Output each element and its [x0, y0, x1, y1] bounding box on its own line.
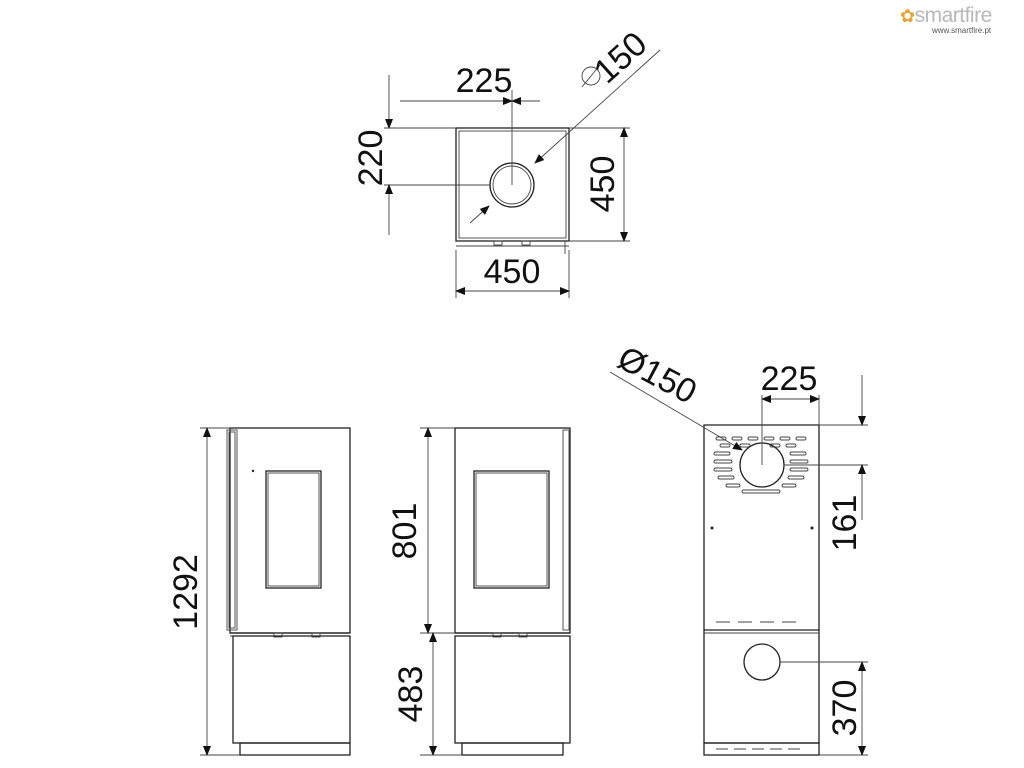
dim-rear-225: 225 [761, 360, 818, 398]
dim-top-diameter-150: 150 [587, 25, 655, 91]
dim-rear-161: 161 [826, 495, 864, 552]
dim-top-width-450: 450 [484, 253, 541, 291]
front-view: 1292 [167, 427, 351, 756]
dim-top-220: 220 [352, 130, 390, 187]
rear-vent-slots [713, 436, 809, 494]
front-window [265, 470, 322, 589]
dim-top-depth-450: 450 [584, 156, 622, 213]
top-view-outline [455, 127, 570, 242]
brand-url: www.smartfire.pt [932, 26, 992, 35]
dim-top-225: 225 [456, 62, 513, 100]
side-view: 801 483 [386, 427, 571, 756]
dim-rear-370: 370 [826, 680, 864, 737]
rear-outlet-circle [743, 643, 781, 681]
dim-front-height-1292: 1292 [167, 554, 205, 630]
dim-side-801: 801 [386, 503, 424, 560]
dim-rear-diameter-150: Ø150 [612, 339, 703, 412]
flame-icon: ✿ [900, 6, 915, 26]
side-window [473, 470, 550, 589]
rear-view: 225 Ø150 161 370 [609, 339, 868, 756]
smartfire-logo: ✿smartfire www.smartfire.pt [900, 4, 1020, 35]
dim-side-483: 483 [392, 666, 430, 723]
top-view: 225 220 450 450 150 [352, 25, 661, 298]
brand-name: smartfire [914, 4, 993, 27]
